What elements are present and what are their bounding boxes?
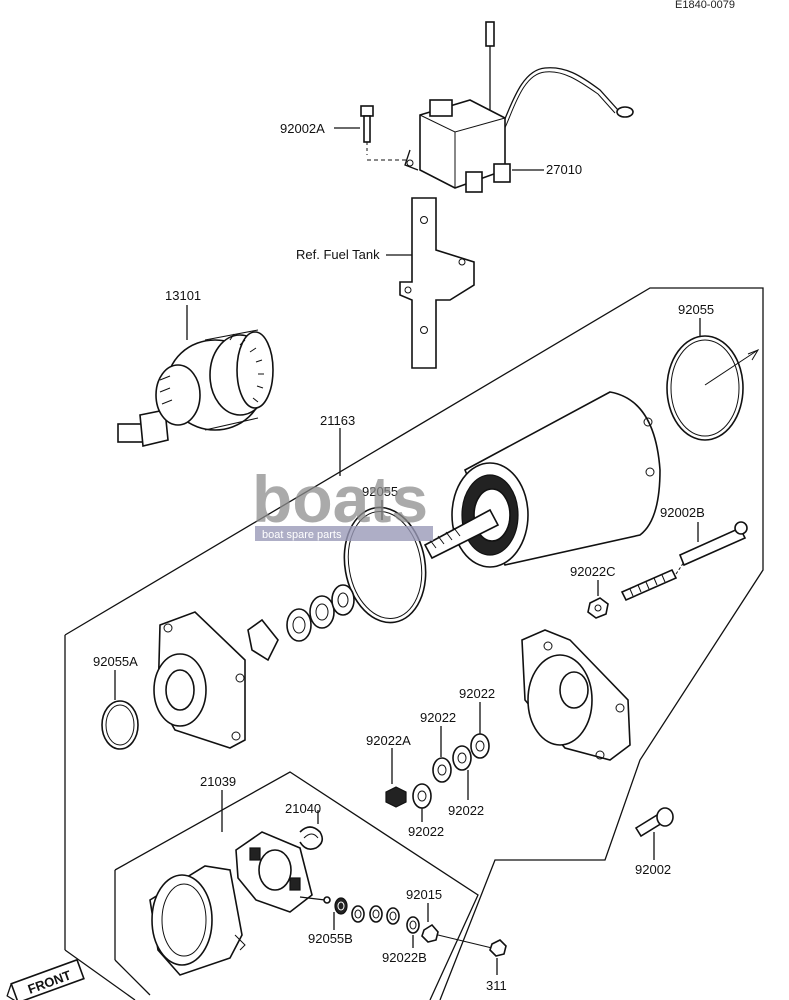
label-92002b: 92002B <box>660 505 705 520</box>
armature-shims <box>247 584 355 662</box>
label-92022-2: 92022 <box>420 710 456 725</box>
watermark-tagline: boat spare parts <box>262 529 342 541</box>
label-92022b: 92022B <box>382 950 427 965</box>
label-92055a: 92055A <box>93 654 138 669</box>
brush-plate <box>235 831 331 913</box>
starter-motor-body <box>423 391 661 568</box>
brush-spring-21040 <box>299 826 324 850</box>
long-bolt-92002b <box>620 521 748 602</box>
washer-group-92022 <box>385 733 490 809</box>
front-direction-marker: FRONT <box>6 958 85 1000</box>
oring-92055-right <box>666 335 760 441</box>
reference-note: Ref. Fuel Tank <box>296 247 380 262</box>
starter-front-cover <box>153 611 246 749</box>
label-92022-1: 92022 <box>459 686 495 701</box>
brush-washers <box>334 897 507 957</box>
watermark: boats boat spare parts <box>252 462 433 541</box>
label-92055-right: 92055 <box>678 302 714 317</box>
watermark-brand: boats <box>252 462 428 536</box>
starter-relay <box>404 21 634 193</box>
label-92002: 92002 <box>635 862 671 877</box>
label-21040: 21040 <box>285 801 321 816</box>
label-92055b: 92055B <box>308 931 353 946</box>
label-21039: 21039 <box>200 774 236 789</box>
label-92022c: 92022C <box>570 564 616 579</box>
nut-92022c <box>587 597 609 619</box>
label-92022a: 92022A <box>366 733 411 748</box>
bolt-92002 <box>634 807 674 838</box>
label-21163: 21163 <box>320 413 355 428</box>
label-92015: 92015 <box>406 887 442 902</box>
drawing-code: E1840-0079 <box>675 0 735 11</box>
bolt-92002a <box>334 105 408 161</box>
label-92022-4: 92022 <box>448 803 484 818</box>
label-92002a: 92002A <box>280 121 325 136</box>
brush-assembly-outline <box>114 771 479 1000</box>
fuel-tank-bracket <box>399 197 475 369</box>
starter-clutch <box>117 329 274 447</box>
starter-rear-cover <box>521 629 631 761</box>
label-92055-center: 92055 <box>362 484 398 499</box>
brush-housing <box>149 865 246 976</box>
exploded-view-outline <box>64 287 764 1000</box>
label-311: 311 <box>486 978 507 993</box>
oring-92055a <box>101 700 139 750</box>
label-27010: 27010 <box>546 162 582 177</box>
label-92022-3: 92022 <box>408 824 444 839</box>
label-13101: 13101 <box>165 288 201 303</box>
